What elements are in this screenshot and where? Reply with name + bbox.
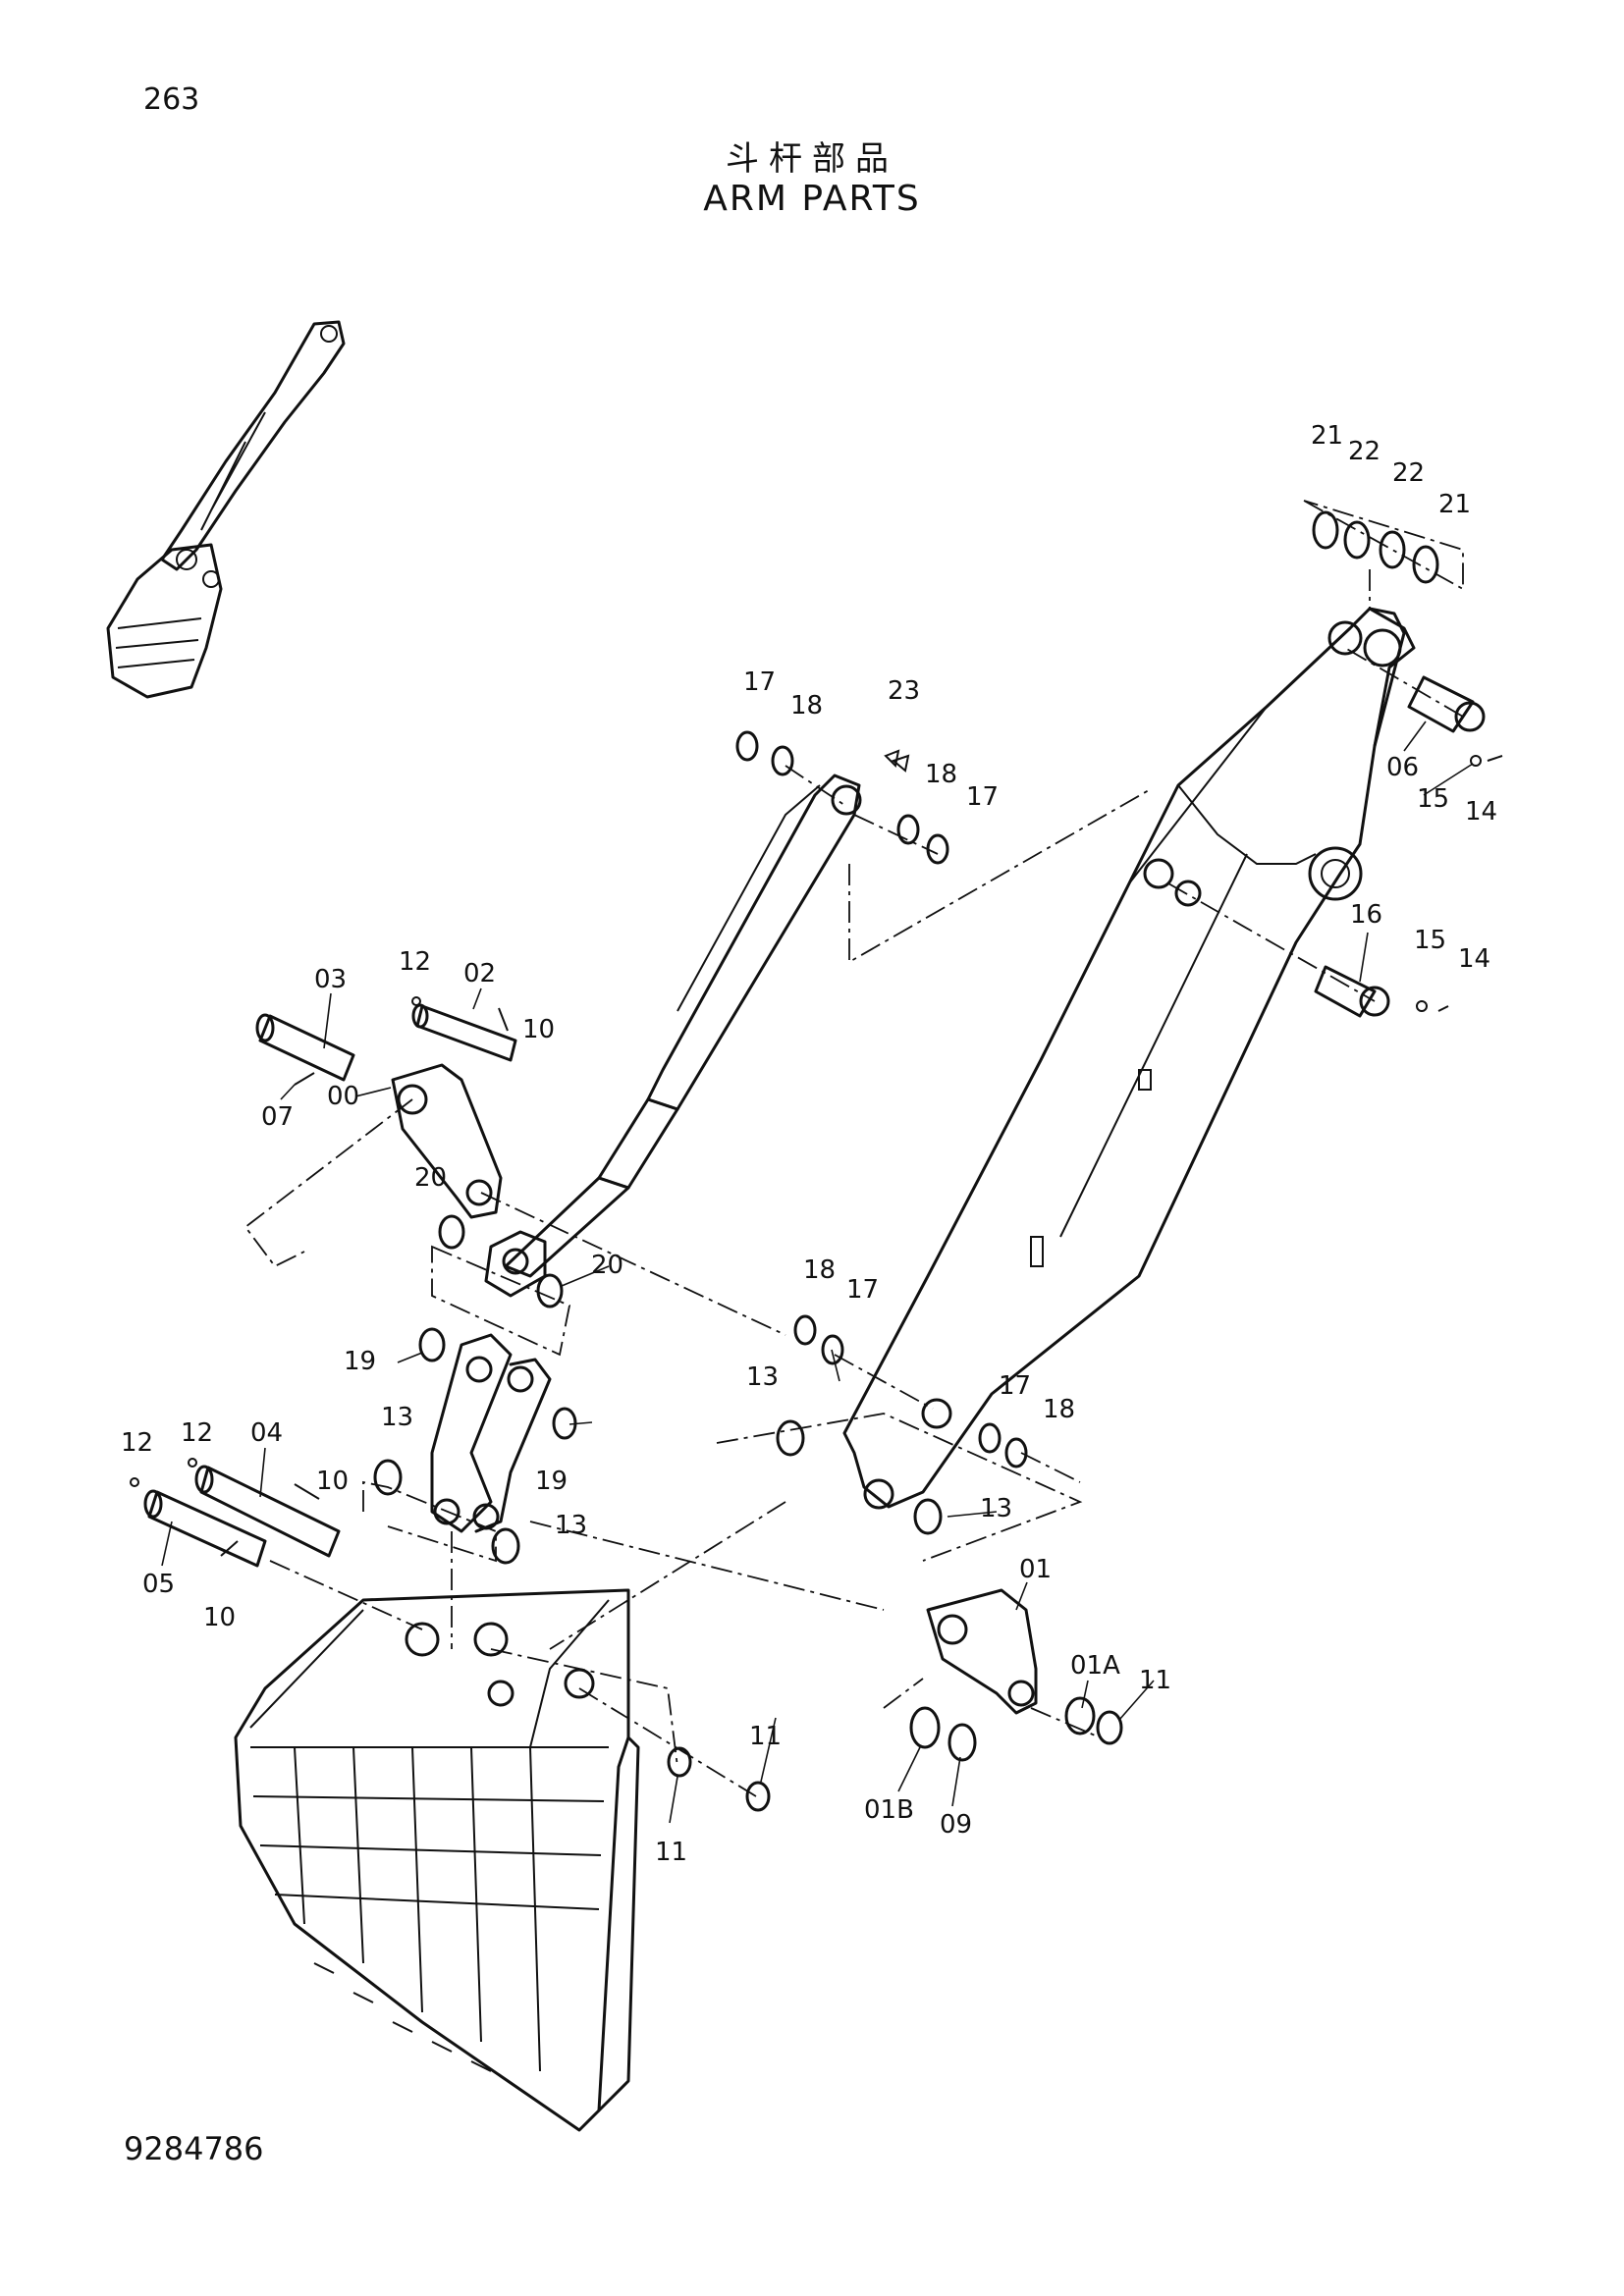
- callout-20-b: 20: [591, 1251, 623, 1280]
- pin-16: [1314, 965, 1390, 1018]
- document-code: 9284786: [124, 2130, 264, 2167]
- pin-03: [255, 1013, 355, 1082]
- callout-03: 03: [314, 965, 347, 994]
- callout-10-c: 10: [203, 1603, 236, 1632]
- pin-06: [1407, 675, 1486, 733]
- bucket-link: [430, 1333, 552, 1533]
- pin-05: [143, 1489, 267, 1568]
- callout-12-c: 12: [121, 1428, 153, 1458]
- page-number: 263: [143, 82, 200, 117]
- callout-16: 16: [1350, 900, 1382, 930]
- callout-13-b: 13: [746, 1362, 779, 1392]
- callout-17-a: 17: [743, 667, 776, 697]
- callout-leader-lines: [161, 721, 1474, 1824]
- callout-10-b: 10: [316, 1467, 349, 1496]
- page-title-chinese: 斗杆部品: [726, 139, 898, 179]
- callout-18-c: 18: [803, 1255, 836, 1285]
- callout-11-c: 11: [655, 1838, 687, 1867]
- side-link-01: [926, 1588, 1038, 1715]
- callout-01: 01: [1019, 1555, 1052, 1584]
- callout-11-b: 11: [749, 1722, 782, 1751]
- callout-02: 02: [463, 959, 496, 988]
- callout-09: 09: [940, 1810, 972, 1840]
- callout-04: 04: [250, 1418, 283, 1448]
- callout-22-b: 22: [1392, 458, 1425, 488]
- callout-13-d: 13: [980, 1494, 1012, 1523]
- pin-04: [194, 1465, 341, 1558]
- callout-21-b: 21: [1438, 490, 1471, 519]
- callout-01a: 01A: [1070, 1651, 1120, 1681]
- callout-05: 05: [142, 1570, 175, 1599]
- callout-17-c: 17: [846, 1275, 879, 1305]
- callout-07: 07: [261, 1102, 294, 1132]
- callout-13-a: 13: [381, 1403, 413, 1432]
- callout-23: 23: [888, 676, 920, 706]
- callout-14-b: 14: [1458, 944, 1490, 974]
- page-title-english: ARM PARTS: [703, 179, 921, 219]
- callout-17-b: 17: [966, 782, 999, 812]
- callout-12-b: 12: [181, 1418, 213, 1448]
- callout-06: 06: [1386, 753, 1419, 782]
- bucket: [234, 1588, 640, 2132]
- callout-18-a: 18: [790, 691, 823, 721]
- callout-19-a: 19: [344, 1347, 376, 1376]
- callout-12-a: 12: [399, 947, 431, 977]
- excavator-overview-thumbnail: [106, 320, 346, 699]
- callout-00: 00: [327, 1082, 359, 1111]
- callout-01b: 01B: [864, 1795, 914, 1825]
- callout-19-b: 19: [535, 1467, 568, 1496]
- callout-22-a: 22: [1348, 437, 1380, 466]
- callout-20-a: 20: [414, 1163, 447, 1193]
- callout-14-a: 14: [1465, 797, 1497, 827]
- callout-13-c: 13: [555, 1511, 587, 1540]
- washers-and-rings: [130, 510, 1503, 1812]
- callout-labels: 00 01 01A 01B 02 03 04 05 06 07 09 10 10…: [121, 421, 1497, 1867]
- callout-18-d: 18: [1043, 1395, 1075, 1424]
- side-link-00: [391, 1063, 503, 1219]
- callout-17-d: 17: [999, 1371, 1031, 1401]
- callout-10-a: 10: [522, 1015, 555, 1044]
- callout-21-a: 21: [1311, 421, 1343, 451]
- callout-15-b: 15: [1414, 926, 1446, 955]
- arm-structure: [842, 607, 1416, 1510]
- callout-18-b: 18: [925, 760, 957, 789]
- pin-02: [411, 1003, 517, 1062]
- assembly-center-lines: [244, 500, 1464, 1797]
